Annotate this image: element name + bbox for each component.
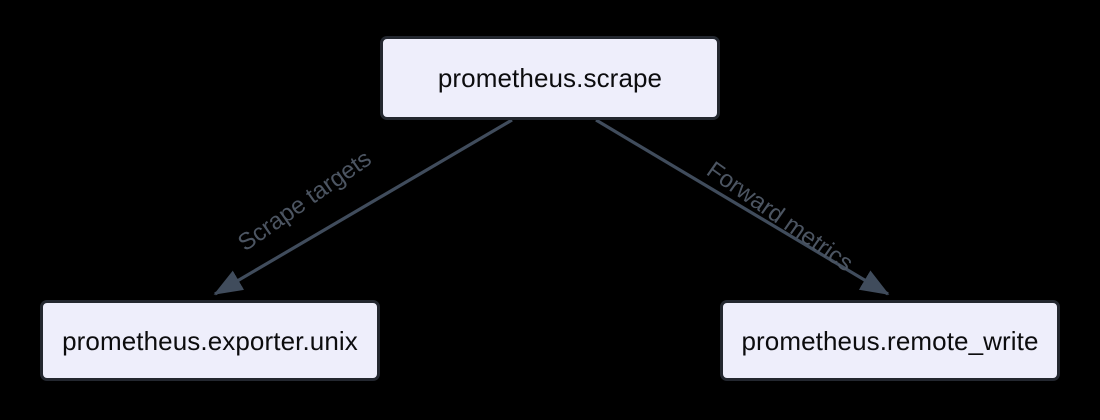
node-label: prometheus.remote_write [741, 325, 1039, 356]
node-label: prometheus.exporter.unix [62, 325, 358, 356]
node-label: prometheus.scrape [437, 63, 663, 93]
node-prometheus-remote-write[interactable]: prometheus.remote_write [720, 300, 1060, 381]
edge-scrape-to-exporter [213, 118, 513, 296]
node-prometheus-scrape[interactable]: prometheus.scrape [380, 36, 720, 120]
node-prometheus-exporter-unix[interactable]: prometheus.exporter.unix [40, 300, 380, 381]
edge-scrape-to-remote-write [595, 118, 890, 296]
